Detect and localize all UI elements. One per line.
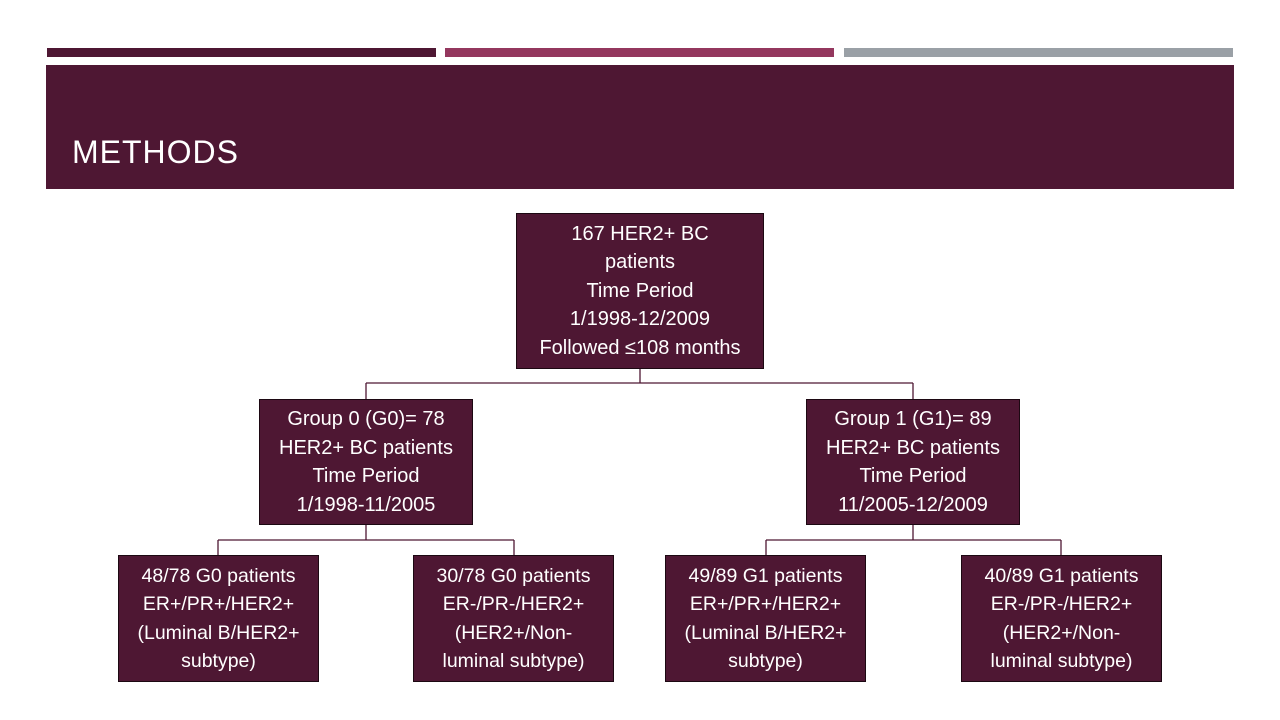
node-text-line: Time Period xyxy=(312,465,420,487)
node-text-line: ER-/PR-/HER2+ xyxy=(442,593,585,615)
node-text-line: 1/1998-12/2009 xyxy=(569,308,711,331)
leaf-node-g1-luminal: 49/89 G1 patients ER+/PR+/HER2+ (Luminal… xyxy=(665,555,866,682)
node-text-line: 48/78 G0 patients xyxy=(141,564,296,587)
node-text-line: (Luminal B/HER2+ xyxy=(137,621,300,644)
root-node-all-patients: 167 HER2+ BC patients Time Period 1/1998… xyxy=(516,213,764,369)
node-text-line: 49/89 G1 patients xyxy=(688,564,843,587)
accent-bar-magenta xyxy=(445,48,834,57)
node-text-line: Group 1 (G1)= 89 xyxy=(834,408,992,430)
slide-title: METHODS xyxy=(72,134,239,170)
accent-bar-gray xyxy=(844,48,1233,57)
node-text-line: Group 0 (G0)= 78 xyxy=(287,408,445,430)
node-text-line: 11/2005-12/2009 xyxy=(838,493,988,516)
leaf-node-g0-non-luminal: 30/78 G0 patients ER-/PR-/HER2+ (HER2+/N… xyxy=(413,555,614,682)
group-0-node: Group 0 (G0)= 78 HER2+ BC patients Time … xyxy=(259,399,473,525)
node-text-line: 1/1998-11/2005 xyxy=(296,493,436,516)
node-text-line: ER+/PR+/HER2+ xyxy=(689,593,842,615)
leaf-node-g1-non-luminal: 40/89 G1 patients ER-/PR-/HER2+ (HER2+/N… xyxy=(961,555,1162,682)
node-text-line: subtype) xyxy=(728,650,803,672)
node-text-line: luminal subtype) xyxy=(442,650,585,672)
node-text-line: (Luminal B/HER2+ xyxy=(684,621,847,644)
node-text-line: 40/89 G1 patients xyxy=(984,564,1139,587)
node-text-line: 167 HER2+ BC xyxy=(571,222,709,245)
node-text-line: Time Period xyxy=(859,465,967,487)
node-text-line: Time Period xyxy=(586,279,694,302)
node-text-line: (HER2+/Non- xyxy=(454,621,573,644)
node-text-line: 30/78 G0 patients xyxy=(436,564,591,587)
node-text-line: Followed ≤108 months xyxy=(539,336,741,359)
node-text-line: patients xyxy=(604,251,676,274)
node-text-line: ER-/PR-/HER2+ xyxy=(990,593,1133,615)
leaf-node-g0-luminal: 48/78 G0 patients ER+/PR+/HER2+ (Luminal… xyxy=(118,555,319,682)
accent-bar-dark xyxy=(47,48,436,57)
node-text-line: subtype) xyxy=(181,650,256,672)
node-text-line: ER+/PR+/HER2+ xyxy=(142,593,295,615)
title-band: METHODS xyxy=(46,65,1234,189)
group-1-node: Group 1 (G1)= 89 HER2+ BC patients Time … xyxy=(806,399,1020,525)
node-text-line: luminal subtype) xyxy=(990,650,1133,672)
node-text-line: (HER2+/Non- xyxy=(1002,621,1121,644)
node-text-line: HER2+ BC patients xyxy=(279,436,453,459)
node-text-line: HER2+ BC patients xyxy=(826,436,1000,459)
